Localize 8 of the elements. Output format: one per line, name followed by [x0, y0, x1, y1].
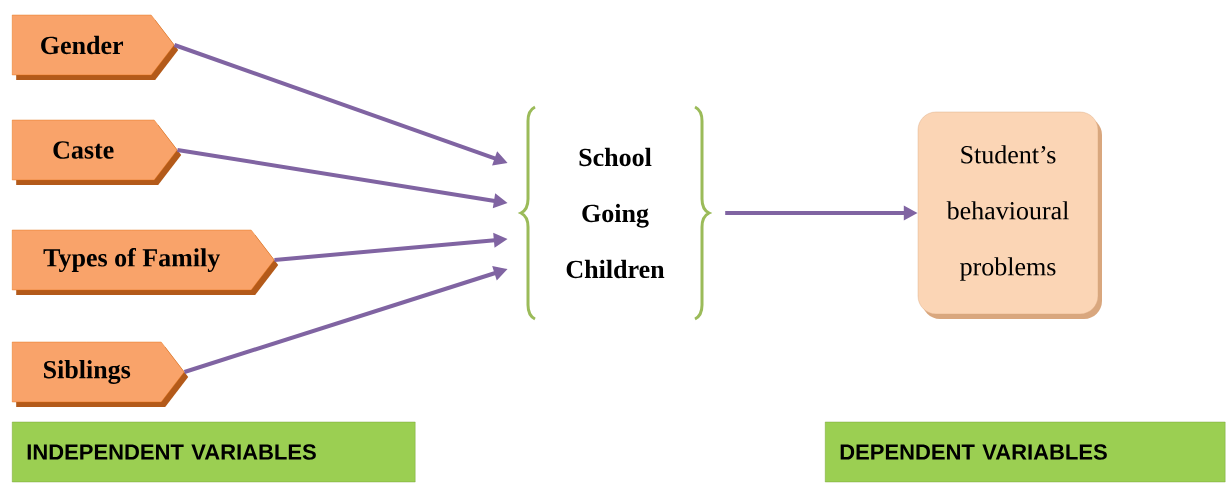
- variable-tag: Gender: [12, 14, 179, 80]
- label-box: INDEPENDENT VARIABLES: [12, 421, 416, 483]
- variable-tag: Caste: [12, 119, 182, 185]
- brace-group: School Going Children: [519, 105, 711, 321]
- label-box: DEPENDENT VARIABLES: [825, 421, 1226, 483]
- variable-tag: Siblings: [12, 341, 189, 407]
- rounded-box: Student’s behavioural problems: [917, 111, 1102, 319]
- variable-tag: Types of Family: [12, 229, 279, 295]
